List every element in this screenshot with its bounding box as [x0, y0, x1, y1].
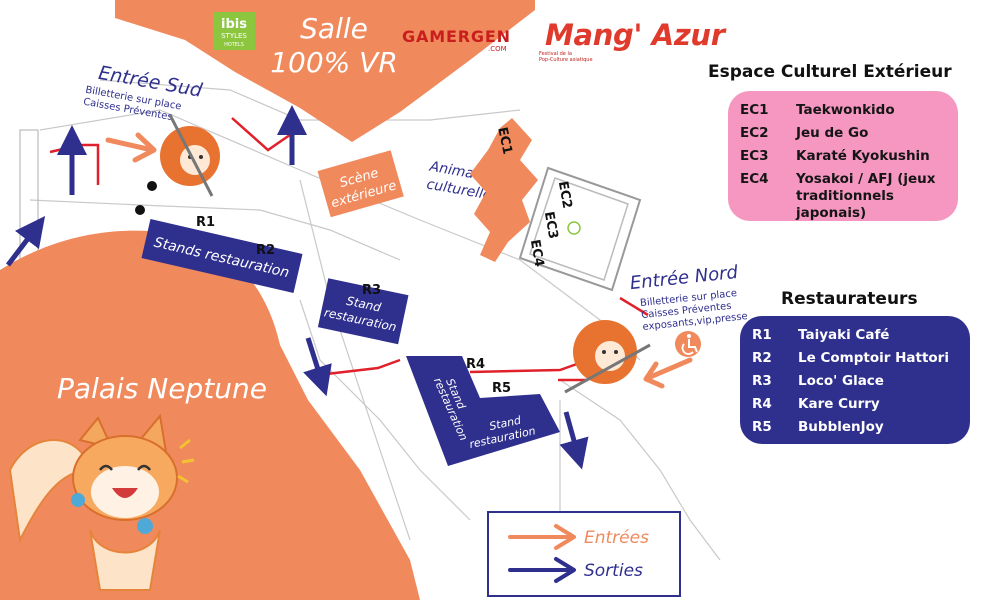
entry-arrow-nord [643, 357, 693, 389]
ec-square [518, 166, 642, 292]
list-item: R3 Loco' Glace [752, 370, 958, 393]
mangazur-title: Mang' Azur [545, 18, 727, 52]
item-name: Loco' Glace [798, 373, 884, 389]
espace-culturel-title: Espace Culturel Extérieur [708, 62, 952, 82]
restaurateurs-panel: R1 Taiyaki Café R2 Le Comptoir Hattori R… [740, 316, 970, 444]
item-name: Jeu de Go [796, 125, 869, 141]
marker-dot [147, 181, 157, 191]
item-code: R2 [752, 350, 772, 366]
item-code: EC1 [740, 102, 769, 118]
list-item: R2 Le Comptoir Hattori [752, 347, 958, 370]
label-r1: R1 [196, 215, 215, 230]
list-item: R5 BubblenJoy [752, 416, 958, 439]
mangazur-tagline2: Pop-Culture asiatique [539, 57, 593, 63]
list-item: EC4 Yosakoi / AFJ (jeux traditionnels ja… [740, 168, 946, 222]
mangazur-logo: Mang' Azur Festival de la Pop-Culture as… [539, 18, 727, 63]
ec-zigzag [470, 118, 538, 262]
item-code: R5 [752, 419, 772, 435]
wheelchair-icon [675, 331, 701, 357]
label-ec3: EC3 [541, 210, 561, 240]
legend-sorties: Sorties [584, 561, 643, 581]
restaurateurs-title: Restaurateurs [781, 289, 918, 309]
item-code: R4 [752, 396, 772, 412]
legend-sortie-arrow [508, 557, 576, 583]
label-ec4: EC4 [527, 238, 547, 268]
item-name: Taekwonkido [796, 102, 895, 118]
label-ec2: EC2 [555, 180, 575, 210]
salle-vr-line2: 100% VR [270, 46, 398, 79]
item-name: Le Comptoir Hattori [798, 350, 949, 366]
entree-nord-marker [564, 320, 651, 394]
entree-nord-label: Entrée Nord Billetterie sur place Caisse… [629, 262, 748, 333]
salle-vr-line1: Salle [300, 12, 368, 45]
label-r5: R5 [492, 381, 511, 396]
legend-entrees: Entrées [584, 528, 649, 548]
list-item: R4 Kare Curry [752, 393, 958, 416]
building-outlines [19, 79, 721, 561]
ibis-line2: STYLES [221, 32, 247, 40]
legend-box: Entrées Sorties [487, 511, 681, 597]
marker-dot [135, 205, 145, 215]
label-r3: R3 [362, 283, 381, 298]
label-ec1: EC1 [494, 126, 514, 156]
item-name: Karaté Kyokushin [796, 148, 930, 164]
item-code: EC2 [740, 125, 769, 141]
stand-r4-r5 [406, 356, 560, 466]
ibis-logo: ibis STYLES HOTELS [213, 12, 255, 50]
ibis-line3: HOTELS [224, 42, 244, 48]
legend-entree-arrow [508, 524, 576, 550]
item-code: R1 [752, 327, 772, 343]
gamergen-main: GAMERGEN [402, 27, 510, 46]
label-r2: R2 [256, 243, 275, 258]
list-item: R1 Taiyaki Café [752, 324, 958, 347]
gamergen-suffix: .COM [488, 45, 507, 53]
list-item: EC3 Karaté Kyokushin [740, 145, 946, 168]
item-code: EC4 [740, 171, 769, 187]
item-code: EC3 [740, 148, 769, 164]
mangazur-tagline1: Festival de la [539, 51, 572, 57]
ibis-line1: ibis [221, 17, 247, 32]
item-name: Kare Curry [798, 396, 880, 412]
list-item: EC2 Jeu de Go [740, 122, 946, 145]
palais-neptune-label: Palais Neptune [57, 372, 267, 405]
item-name: Taiyaki Café [798, 327, 890, 343]
stand-r3: Stand restauration [317, 278, 409, 345]
exit-arrows [6, 105, 589, 470]
gamergen-logo: GAMERGEN .COM [402, 27, 510, 53]
espace-culturel-panel: EC1 Taekwonkido EC2 Jeu de Go EC3 Karaté… [728, 91, 958, 221]
list-item: EC1 Taekwonkido [740, 99, 946, 122]
entree-sud-marker [160, 114, 220, 197]
label-r4: R4 [466, 357, 485, 372]
item-name: Yosakoi / AFJ (jeux traditionnels japona… [796, 171, 936, 221]
entry-arrow-sud [105, 132, 157, 163]
entree-sud-label: Entrée Sud Billetterie sur place Caisses… [82, 62, 204, 123]
item-name: BubblenJoy [798, 419, 884, 435]
item-code: R3 [752, 373, 772, 389]
fox-mascot-icon [8, 413, 195, 591]
